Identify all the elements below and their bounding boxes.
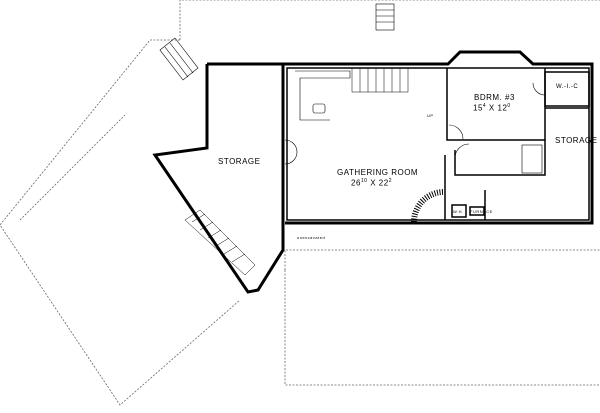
- room-label-wic: W.-I.-C: [556, 84, 579, 90]
- water-heater-label: W.H.: [453, 209, 464, 214]
- interior-stair: [351, 67, 445, 223]
- furnace-label: FURNACE: [470, 209, 493, 214]
- dim-x: X: [370, 178, 377, 188]
- dim-depth-inches: 0: [507, 103, 511, 109]
- dim-width: 26: [351, 178, 361, 188]
- interior-walls: [286, 67, 590, 221]
- unexcavated-label: unexcavated: [297, 235, 326, 240]
- storage-stair: [184, 209, 256, 276]
- exterior-stair-top: [375, 3, 395, 31]
- exterior-walls: [152, 50, 594, 294]
- stair-up-label: UP: [427, 113, 434, 118]
- room-dimensions-gathering: 2610 X 222: [351, 178, 392, 188]
- dim-depth: 12: [497, 103, 508, 113]
- dim-width-inches: 10: [360, 178, 368, 184]
- room-label-bedroom: BDRM. #3: [474, 93, 515, 102]
- doors: [284, 82, 546, 174]
- dim-depth: 22: [378, 178, 389, 188]
- room-dimensions-bedroom: 154 X 120: [473, 103, 511, 113]
- dim-depth-inches: 2: [388, 178, 392, 184]
- dim-width-inches: 4: [482, 103, 487, 109]
- kitchen-counter: [295, 70, 351, 121]
- room-label-storage-right: STORAGE: [555, 136, 598, 145]
- room-label-storage-left: STORAGE: [218, 157, 261, 166]
- room-label-gathering: GATHERING ROOM: [337, 168, 419, 177]
- dim-x: X: [488, 103, 495, 113]
- exterior-stair-left: [159, 37, 199, 81]
- dim-width: 15: [473, 103, 483, 113]
